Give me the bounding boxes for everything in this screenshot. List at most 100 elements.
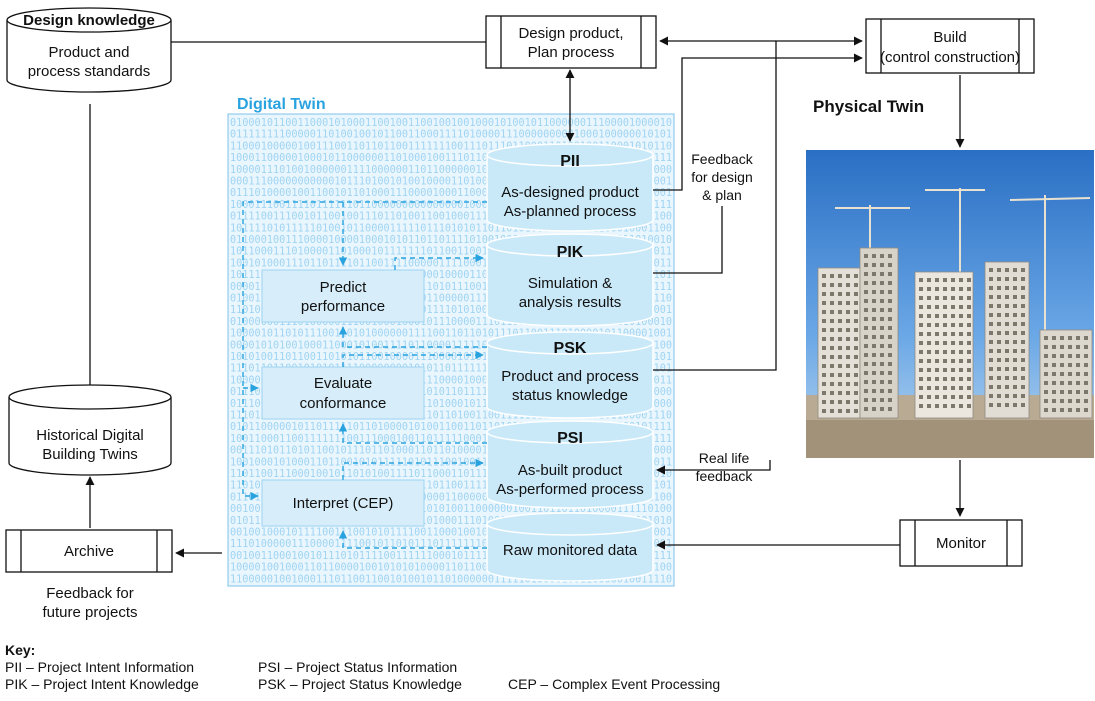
building-window — [1005, 322, 1009, 326]
building-window — [989, 367, 993, 371]
building-window — [935, 323, 939, 327]
building-window — [919, 287, 923, 291]
building-window — [888, 389, 892, 393]
building-window — [880, 290, 884, 294]
building-window — [1044, 336, 1048, 340]
building-window — [951, 323, 955, 327]
building-window — [1021, 322, 1025, 326]
future-feedback-line2: future projects — [42, 604, 137, 621]
building-window — [959, 377, 963, 381]
building-window — [822, 292, 826, 296]
building-window — [1060, 345, 1064, 349]
building-window — [959, 287, 963, 291]
main-flow-connectors — [85, 36, 965, 558]
building-window — [1013, 385, 1017, 389]
building-window — [1068, 336, 1072, 340]
building-window — [1013, 331, 1017, 335]
building-window — [864, 281, 868, 285]
building-window — [1005, 295, 1009, 299]
raw-monitored-data-label: Raw monitored data — [503, 542, 638, 559]
building-window — [997, 268, 1001, 272]
design-product-line1: Design product, — [518, 25, 623, 42]
building-window — [872, 371, 876, 375]
building-window — [989, 286, 993, 290]
building-window — [989, 403, 993, 407]
interpret-label: Interpret (CEP) — [293, 495, 394, 512]
key-title: Key: — [5, 642, 36, 658]
building-window — [864, 254, 868, 258]
building-window — [951, 341, 955, 345]
building-window — [967, 296, 971, 300]
building-window — [1021, 367, 1025, 371]
building-window — [1068, 363, 1072, 367]
building-window — [951, 386, 955, 390]
building-window — [822, 373, 826, 377]
building-window — [1060, 390, 1064, 394]
key-cep: CEP – Complex Event Processing — [508, 676, 721, 692]
building-window — [888, 362, 892, 366]
real-life-feedback-line2: feedback — [696, 468, 754, 484]
building-window — [951, 305, 955, 309]
building-window — [1060, 363, 1064, 367]
building-window — [1005, 403, 1009, 407]
building-window — [943, 332, 947, 336]
building-window — [864, 263, 868, 267]
building-window — [830, 328, 834, 332]
building-window — [1013, 376, 1017, 380]
building-window — [967, 404, 971, 408]
building-window — [935, 395, 939, 399]
building-window — [919, 341, 923, 345]
building-window — [872, 389, 876, 393]
building-window — [967, 386, 971, 390]
build-box: Build (control construction) — [865, 18, 1035, 74]
psi-title: PSI — [557, 430, 583, 447]
building-window — [967, 341, 971, 345]
building-window — [1005, 313, 1009, 317]
building-window — [935, 386, 939, 390]
building-window — [854, 391, 858, 395]
building-window — [838, 274, 842, 278]
building-window — [919, 350, 923, 354]
building-window — [1021, 295, 1025, 299]
building-window — [838, 355, 842, 359]
building-window — [864, 335, 868, 339]
binary-row: 0100010110011000101000110010011001001001… — [230, 117, 672, 129]
building-window — [927, 404, 931, 408]
pii-line2: As-planned process — [504, 203, 637, 220]
building-window — [854, 355, 858, 359]
building-window — [864, 317, 868, 321]
building-window — [959, 395, 963, 399]
building-window — [864, 344, 868, 348]
building-window — [1021, 403, 1025, 407]
building-window — [880, 254, 884, 258]
building-window — [1084, 354, 1088, 358]
building-window — [951, 314, 955, 318]
evaluate-line1: Evaluate — [314, 375, 372, 392]
building-window — [1076, 363, 1080, 367]
building-window — [880, 353, 884, 357]
building-window — [997, 313, 1001, 317]
building-window — [997, 394, 1001, 398]
building-window — [1021, 376, 1025, 380]
building-window — [854, 373, 858, 377]
building-window — [864, 362, 868, 366]
building-window — [1052, 399, 1056, 403]
building-window — [1052, 372, 1056, 376]
building-window — [888, 335, 892, 339]
building-window — [1013, 277, 1017, 281]
design-knowledge-cylinder: Design knowledge Product and process sta… — [6, 7, 172, 93]
building-window — [927, 287, 931, 291]
building-window — [822, 391, 826, 395]
building-window — [967, 314, 971, 318]
building-window — [830, 283, 834, 287]
build-line1: Build — [933, 29, 966, 46]
building-window — [1005, 358, 1009, 362]
building-window — [864, 299, 868, 303]
building-window — [872, 290, 876, 294]
building-window — [822, 400, 826, 404]
building-window — [927, 359, 931, 363]
building-window — [838, 364, 842, 368]
digital-twin-label: Digital Twin — [237, 96, 326, 113]
